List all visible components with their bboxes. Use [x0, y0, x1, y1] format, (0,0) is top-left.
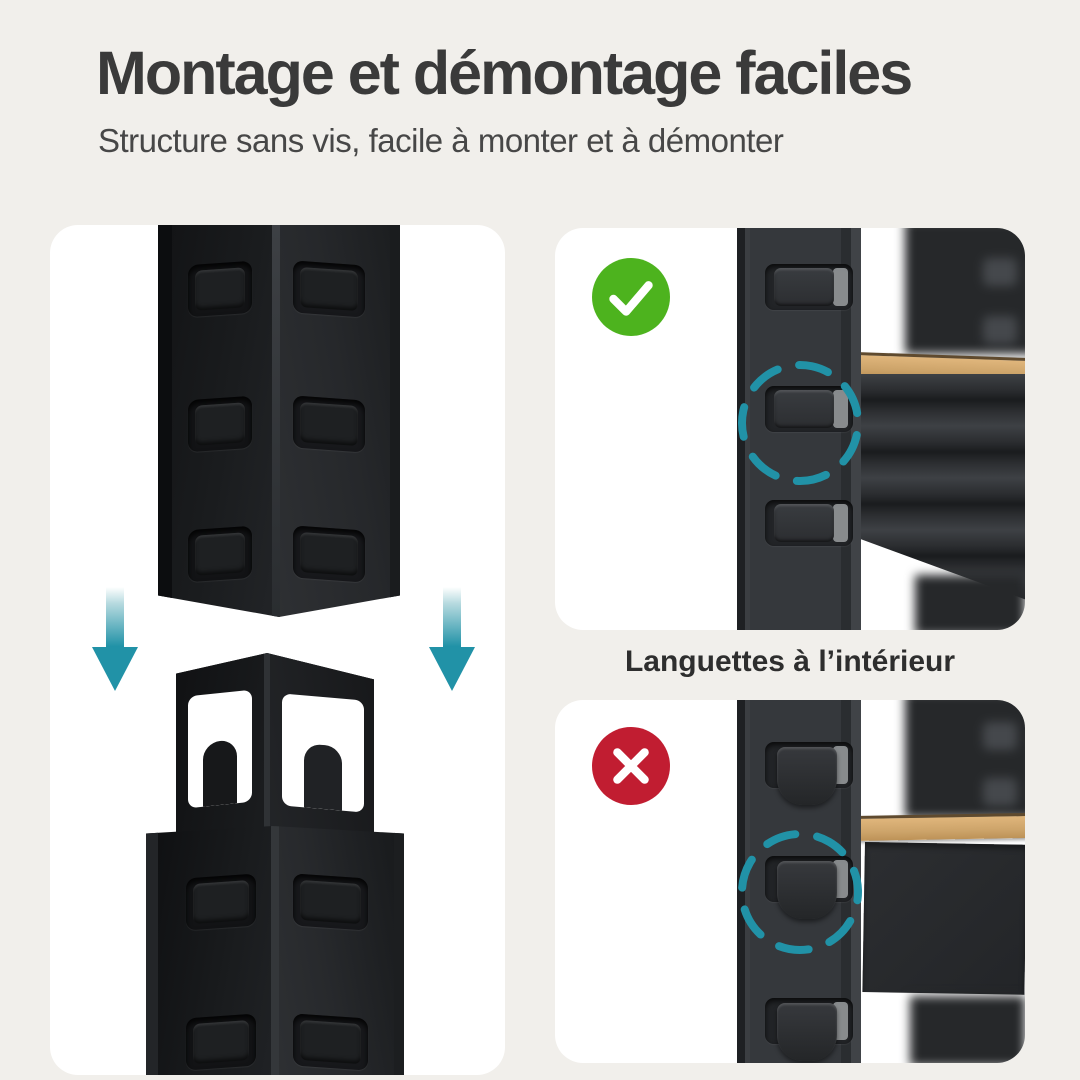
tab-slot — [765, 264, 853, 310]
tab-inside — [774, 268, 834, 306]
down-arrow-icon — [429, 587, 475, 691]
ribbed-shelf-beam — [858, 374, 1025, 600]
lower-corner-post — [146, 826, 404, 1075]
tab-slot — [765, 742, 853, 805]
tab-inside — [774, 504, 834, 542]
tab-slot — [186, 1013, 256, 1071]
shelf-beam — [862, 842, 1025, 995]
upper-corner-post — [158, 225, 400, 617]
incorrect-example-panel — [555, 700, 1025, 1063]
down-arrow-icon — [92, 587, 138, 691]
highlight-circle-icon — [738, 361, 862, 485]
hook-tongue — [203, 739, 237, 807]
keyhole-cutout — [282, 693, 364, 813]
rack-post — [737, 228, 861, 630]
background-post — [905, 700, 1025, 818]
cross-icon — [592, 727, 670, 805]
tab-slot — [293, 395, 365, 453]
shelf-board-edge — [854, 813, 1025, 841]
tab-slot — [765, 500, 853, 546]
tab-inside — [774, 390, 834, 428]
tab-slot-highlighted — [765, 386, 853, 432]
correct-example-panel — [555, 228, 1025, 630]
background-post — [910, 996, 1025, 1063]
post-corner-ridge — [272, 225, 280, 617]
tab-slot — [765, 998, 853, 1061]
tab-slot — [188, 260, 252, 318]
tab-slot — [188, 525, 252, 583]
rack-post — [737, 700, 861, 1063]
tab-slot — [293, 1013, 368, 1071]
background-post — [905, 228, 1025, 354]
plate-corner-ridge — [264, 653, 271, 841]
page-title: Montage et démontage faciles — [96, 39, 913, 107]
tab-slot — [293, 260, 365, 318]
tab-slot — [188, 395, 252, 453]
keyhole-cutout — [188, 689, 252, 809]
assembly-panel — [50, 225, 505, 1075]
hook-tongue — [304, 743, 342, 811]
tab-slot — [293, 873, 368, 931]
tab-sticking-out — [777, 1003, 837, 1061]
post-corner-ridge — [271, 826, 279, 1075]
tab-slot — [293, 525, 365, 583]
background-post — [915, 575, 1025, 630]
check-icon — [592, 258, 670, 336]
tab-sticking-out — [777, 747, 837, 805]
section-label: Languettes à l’intérieur — [624, 645, 956, 678]
keyhole-corner-plate — [176, 653, 374, 841]
tab-slot-highlighted — [765, 856, 853, 919]
tab-sticking-out — [777, 861, 837, 919]
highlight-circle-icon — [738, 830, 862, 954]
tab-slot — [186, 873, 256, 931]
page-subtitle: Structure sans vis, facile à monter et à… — [98, 122, 784, 159]
